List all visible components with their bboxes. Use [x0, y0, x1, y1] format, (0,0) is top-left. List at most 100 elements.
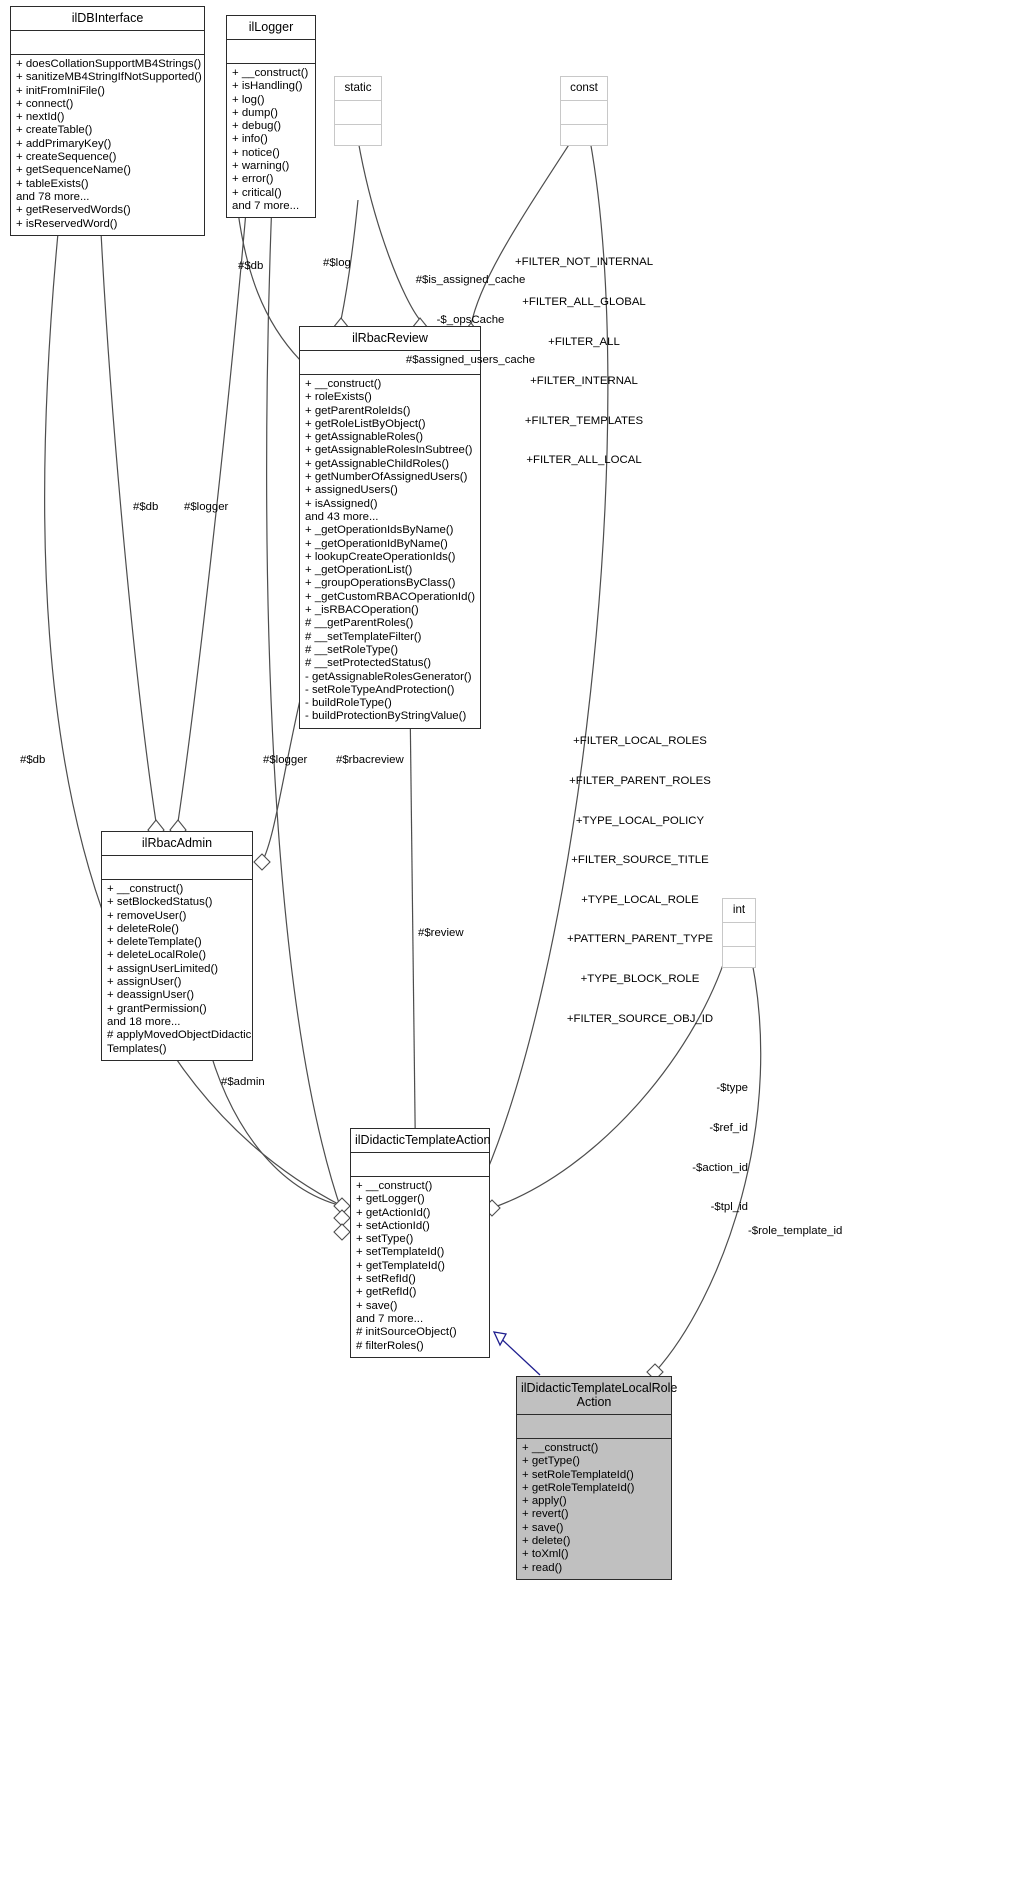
divider: [517, 1438, 671, 1439]
operation: + isAssigned(): [305, 497, 378, 510]
operation: + setActionId(): [356, 1219, 430, 1232]
edge-const-to-rbacreview: [470, 139, 573, 326]
edge-label-logger-rbacadmin: #$logger: [184, 501, 229, 513]
operation: + initFromIniFile(): [16, 84, 105, 97]
class-operations: + __construct() + getType() + setRoleTem…: [517, 1439, 671, 1579]
operation: + critical(): [232, 186, 282, 199]
class-title: ilDidacticTemplateAction: [355, 1133, 491, 1147]
operation: + assignUser(): [107, 976, 182, 989]
operation: + doesCollationSupportMB4Strings(): [16, 58, 202, 70]
class-box-int[interactable]: int: [722, 898, 756, 968]
operation: + __construct(): [232, 67, 309, 79]
class-box-const[interactable]: const: [560, 76, 608, 146]
operation: + _getCustomRBACOperationId(): [305, 590, 475, 603]
operation: + __construct(): [305, 378, 382, 390]
operation: - buildProtectionByStringValue(): [305, 710, 467, 723]
operation: - buildRoleType(): [305, 697, 392, 710]
operation: + getLogger(): [356, 1193, 425, 1206]
cache-field: -$_opsCache: [436, 314, 505, 327]
edge-label-role-template-id: -$role_template_id: [748, 1225, 843, 1237]
operation: + setType(): [356, 1233, 414, 1246]
class-box-ilDidacticTemplateLocalRoleAction[interactable]: ilDidacticTemplateLocalRole Action + __c…: [516, 1376, 677, 1580]
operation: # filterRoles(): [356, 1339, 424, 1352]
class-box-ilRbacReview[interactable]: ilRbacReview + __construct() + roleExist…: [299, 326, 481, 729]
operation: + setTemplateId(): [356, 1246, 445, 1259]
edge-rbacadmin-to-action: [205, 1036, 343, 1207]
edge-const-to-action: [473, 139, 609, 1201]
class-attributes: [227, 40, 315, 63]
operation: + deleteTemplate(): [107, 936, 202, 949]
operation: + isHandling(): [232, 80, 303, 93]
class-title: const: [570, 81, 598, 94]
operation: + getTemplateId(): [356, 1259, 445, 1272]
operation: - setRoleTypeAndProtection(): [305, 683, 455, 696]
class-attributes: [723, 923, 755, 946]
operation-more: and 43 more...: [305, 510, 379, 523]
operation: + notice(): [232, 146, 280, 159]
divider: [351, 1152, 489, 1153]
const-field: +FILTER_LOCAL_ROLES: [573, 735, 707, 748]
edge-label-int-fields: -$type -$ref_id -$action_id -$tpl_id: [640, 1056, 748, 1241]
class-box-ilDBInterface[interactable]: ilDBInterface + doesCollationSupportMB4S…: [10, 6, 205, 236]
divider: [723, 922, 755, 923]
edge-rbacreview-to-rbacadmin: [261, 699, 301, 863]
operation: + getType(): [522, 1455, 580, 1468]
cache-field: #$is_assigned_cache: [415, 274, 526, 287]
class-attributes: [335, 101, 381, 124]
operation: # __getParentRoles(): [305, 617, 414, 630]
operation: + lookupCreateOperationIds(): [305, 550, 456, 563]
operation-more: and 7 more...: [232, 199, 300, 212]
operation: + __construct(): [522, 1442, 599, 1454]
class-title: static: [344, 81, 372, 94]
class-operations: + __construct() + setBlockedStatus() + r…: [102, 880, 252, 1060]
class-box-static[interactable]: static: [334, 76, 382, 146]
class-title-line1: ilDidacticTemplateLocalRole: [521, 1381, 678, 1395]
const-field: +FILTER_PARENT_ROLES: [569, 775, 711, 788]
operation: + getRoleListByObject(): [305, 417, 426, 430]
edge-db-to-action: [44, 211, 343, 1207]
edge-label-db-action: #$db: [20, 754, 46, 766]
operation: + assignUserLimited(): [107, 962, 219, 975]
edge-label-db-rbacreview: #$db: [238, 260, 264, 272]
operation-more: and 18 more...: [107, 1015, 181, 1028]
operation: + setBlockedStatus(): [107, 896, 213, 909]
edge-static-to-rbacreview: [357, 139, 421, 321]
edge-label-rbacreview-caches: #$is_assigned_cache -$_opsCache #$assign…: [353, 248, 588, 393]
operation: + addPrimaryKey(): [16, 137, 112, 150]
operation: + log(): [232, 93, 265, 106]
operation: # __setTemplateFilter(): [305, 630, 422, 643]
divider: [723, 946, 755, 947]
class-box-ilDidacticTemplateAction[interactable]: ilDidacticTemplateAction + __construct()…: [350, 1128, 490, 1358]
const-field: +FILTER_ALL_GLOBAL: [522, 296, 646, 309]
operation: + setRefId(): [356, 1273, 416, 1286]
edge-rbacreview-to-action: [409, 697, 417, 1201]
edge-logger-to-rbacadmin: [177, 199, 248, 823]
operation: + save(): [356, 1299, 398, 1312]
class-attributes: [11, 31, 204, 54]
operation: + deleteLocalRole(): [107, 949, 207, 962]
divider: [561, 124, 607, 125]
operation: + createTable(): [16, 124, 93, 137]
operation: + dump(): [232, 106, 278, 119]
const-field: +PATTERN_PARENT_TYPE: [567, 933, 713, 946]
operation: + delete(): [522, 1535, 571, 1548]
operation-more: and 78 more...: [16, 190, 90, 203]
class-title-line2: Action: [576, 1395, 612, 1409]
operation: + getActionId(): [356, 1206, 431, 1219]
operation: + getAssignableRoles(): [305, 431, 424, 444]
operation: + getRefId(): [356, 1286, 417, 1299]
class-box-ilLogger[interactable]: ilLogger + __construct() + isHandling() …: [226, 15, 316, 219]
class-operations: + __construct() + getLogger() + getActio…: [351, 1177, 489, 1357]
class-operations: [723, 947, 755, 967]
edge-int-to-action: [491, 942, 731, 1209]
const-field: +FILTER_SOURCE_TITLE: [571, 854, 709, 867]
operation: + removeUser(): [107, 909, 187, 922]
cache-field: #$assigned_users_cache: [405, 353, 536, 366]
operation: + isReservedWord(): [16, 217, 118, 230]
class-box-ilRbacAdmin[interactable]: ilRbacAdmin + __construct() + setBlocked…: [101, 831, 253, 1061]
operation: + setRoleTemplateId(): [522, 1468, 634, 1481]
class-title: ilRbacReview: [352, 331, 428, 345]
divider: [227, 63, 315, 64]
const-field: +FILTER_TEMPLATES: [524, 414, 644, 427]
